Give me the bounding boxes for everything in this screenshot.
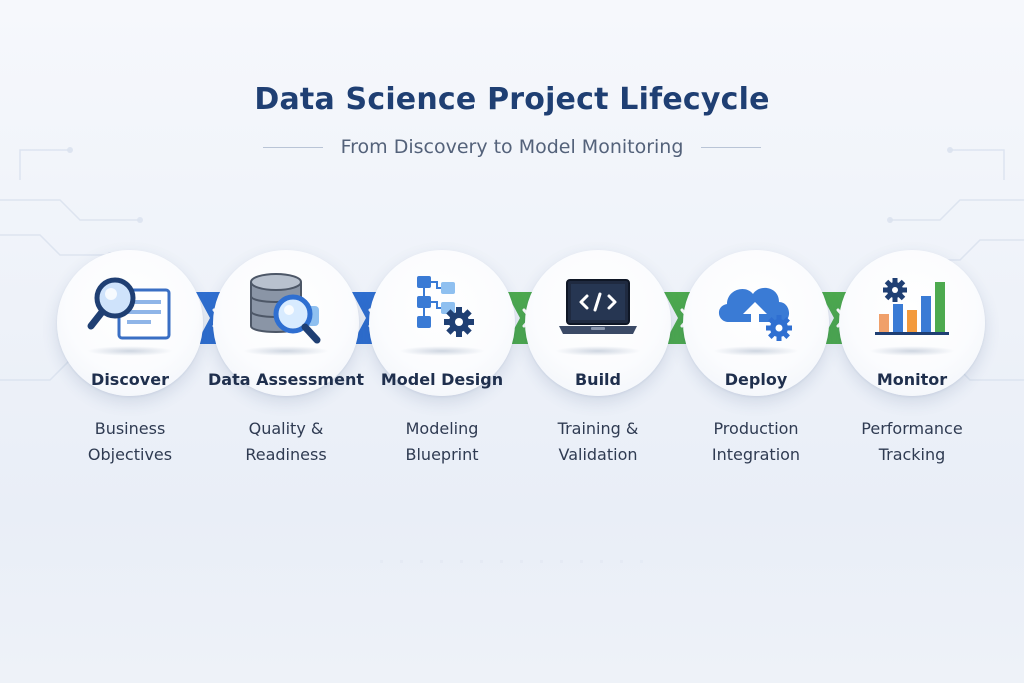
subtitle-divider-left [262, 146, 323, 148]
stage-description-line: Business [94, 419, 166, 438]
stage-description-line: Performance [861, 419, 963, 438]
stage-description-line: Tracking [878, 445, 946, 464]
stage-title: Monitor [876, 370, 948, 389]
database-magnifier-icon [250, 273, 321, 344]
stage-title: Build [574, 370, 621, 389]
stage-description: Performance Tracking [824, 416, 1000, 468]
icon-shadow [243, 346, 329, 356]
icon-shadow [869, 346, 955, 356]
stage-circle [525, 250, 671, 396]
icon-shadow [713, 346, 799, 356]
stage-discover: Discover Business Objectives [52, 250, 208, 464]
stage-model-design: Model Design Modeling Blueprint [364, 250, 520, 464]
stage-description: Modeling Blueprint [354, 416, 530, 468]
stage-description-line: Modeling [405, 419, 479, 438]
stage-title: Data Assessment [208, 370, 364, 389]
stage-description-line: Quality & [248, 419, 324, 438]
stage-title: Model Design [380, 370, 504, 389]
stage-description-line: Readiness [245, 445, 327, 464]
stage-circle [683, 250, 829, 396]
icon-shadow [399, 346, 485, 356]
stage-description: Production Integration [668, 416, 844, 468]
stage-circle [839, 250, 985, 396]
stage-monitor: Monitor Performance Tracking [834, 250, 990, 464]
stage-data-assessment: Data Assessment Quality & Readiness [208, 250, 364, 464]
stage-description-line: Integration [711, 445, 801, 464]
flowchart-gear-icon [417, 276, 474, 337]
stage-description: Business Objectives [42, 416, 218, 468]
icon-shadow [87, 346, 173, 356]
page-subtitle: From Discovery to Model Monitoring [340, 136, 684, 158]
subtitle-row: From Discovery to Model Monitoring [0, 136, 1024, 158]
stage-title: Discover [91, 370, 169, 389]
stage-circle [57, 250, 203, 396]
laptop-code-icon [559, 279, 637, 334]
stage-deploy: Deploy Production Integration [678, 250, 834, 464]
bar-chart-gear-icon [875, 278, 949, 335]
stage-description-line: Training & [557, 419, 639, 438]
page-title: Data Science Project Lifecycle [254, 82, 770, 117]
subtitle-divider-right [701, 146, 762, 148]
stage-description-line: Validation [558, 445, 638, 464]
stage-description: Quality & Readiness [198, 416, 374, 468]
stage-description-line: Blueprint [405, 445, 479, 464]
stage-description-line: Production [713, 419, 799, 438]
icon-shadow [555, 346, 641, 356]
stage-description-line: Objectives [87, 445, 173, 464]
stage-build: Build Training & Validation [520, 250, 676, 464]
stage-circle [369, 250, 515, 396]
magnifier-document-icon [87, 277, 171, 340]
stage-description: Training & Validation [510, 416, 686, 468]
stage-title: Deploy [724, 370, 788, 389]
cloud-upload-gear-icon [718, 287, 792, 341]
stage-circle [213, 250, 359, 396]
